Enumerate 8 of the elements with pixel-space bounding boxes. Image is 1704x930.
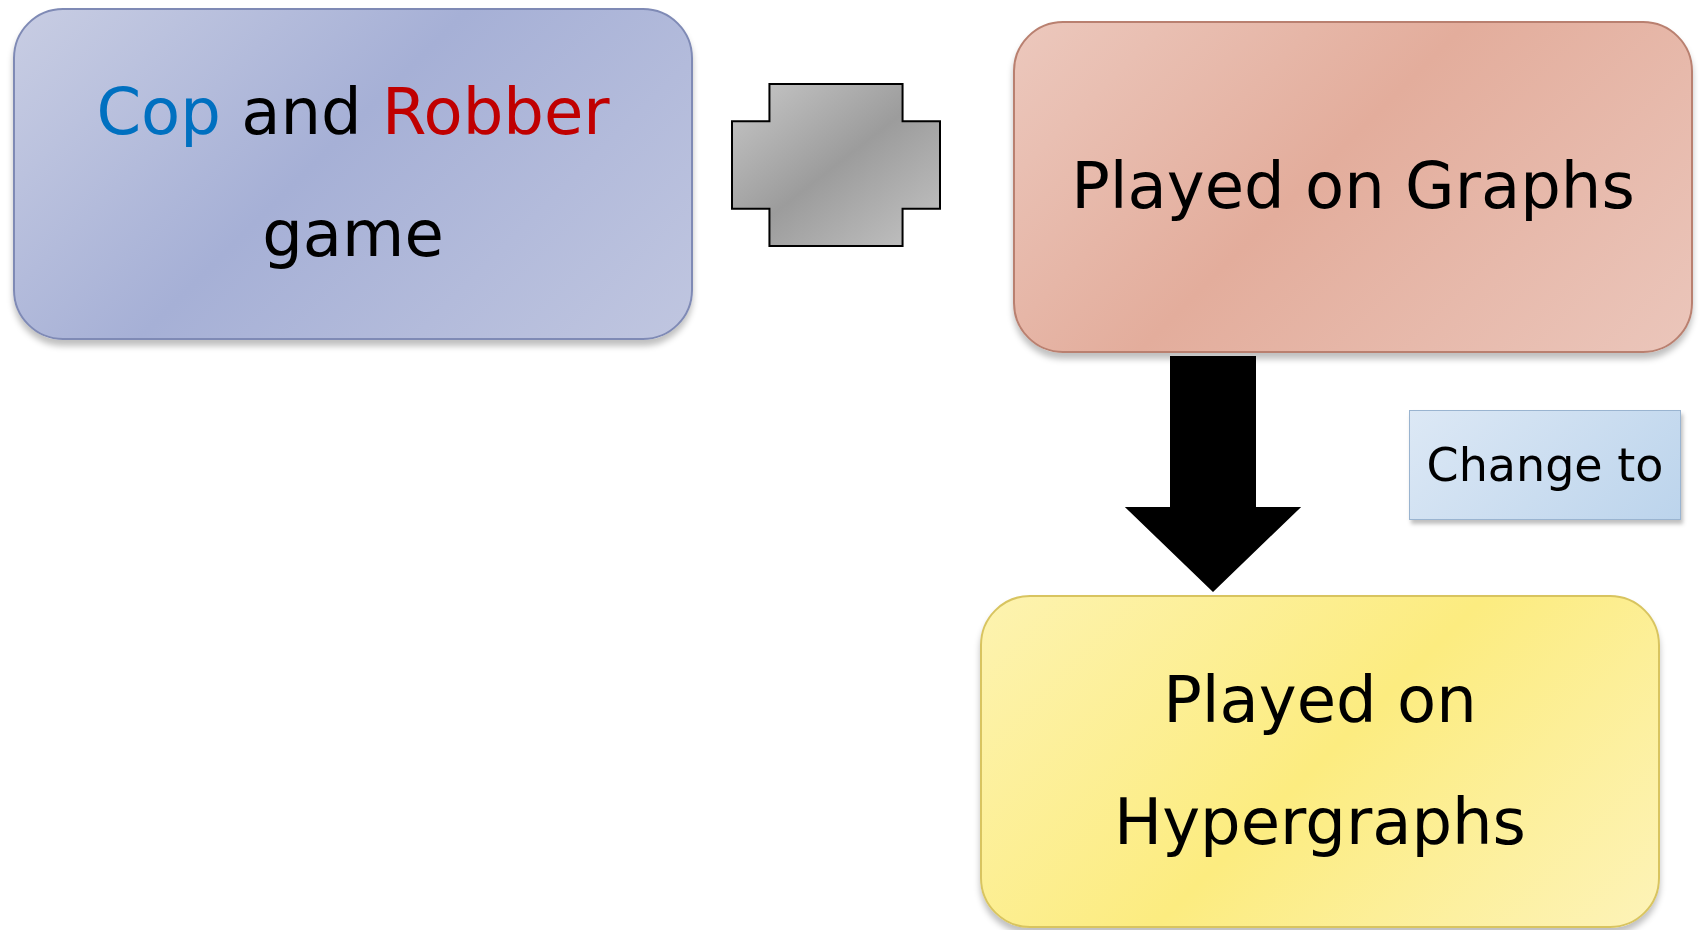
block-arrow <box>1124 356 1302 592</box>
box-text: Played on Graphs <box>1071 148 1635 226</box>
rounded-box <box>13 8 693 340</box>
box-text: Cop and Robber game <box>95 74 611 273</box>
box-text: Played on Hypergraphs <box>1113 661 1527 861</box>
rounded-box <box>980 595 1660 928</box>
edge-label: Change to <box>1409 410 1681 520</box>
rounded-box <box>1013 21 1693 353</box>
